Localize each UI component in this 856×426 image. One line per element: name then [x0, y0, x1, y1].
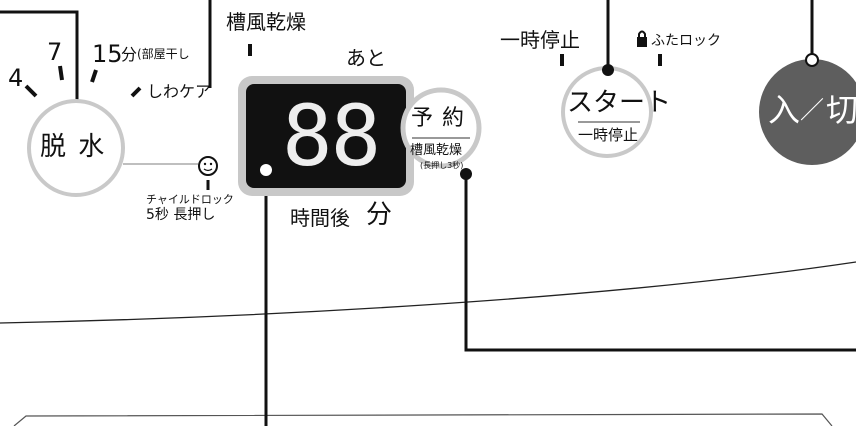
remaining-label: あと [346, 46, 386, 70]
start-leader-dot [602, 64, 614, 76]
spin-leader-line [0, 10, 79, 110]
tick-7 [58, 65, 64, 81]
tick-4 [24, 84, 38, 98]
start-button[interactable]: スタート [567, 88, 672, 118]
power-label-on[interactable]: 入 [768, 91, 801, 129]
spin-time-4: 4 [8, 64, 24, 92]
reserve-button-ring [400, 87, 482, 169]
tick-wrinkle [130, 86, 142, 98]
power-button-disc [759, 59, 856, 165]
lock-icon [637, 37, 647, 47]
power-label-slash: ／ [800, 96, 824, 124]
tick-15 [90, 69, 98, 83]
reserve-leader-line [464, 174, 856, 352]
lid-lock-label: ふたロック [651, 33, 721, 49]
reserve-leader-dot [460, 168, 472, 180]
spin-time-15-unit: 分 [121, 45, 138, 64]
timer-leader-dot [260, 164, 272, 176]
timer-digits: 88 [282, 87, 381, 185]
reserve-button[interactable]: 予 約 [411, 106, 465, 131]
childlock-icon [198, 156, 218, 176]
pause-top-label: 一時停止 [500, 28, 580, 52]
after-time-label: 時間後 [290, 206, 350, 230]
childlock-hold: 5秒 長押し [146, 207, 216, 223]
spin-time-15: 15 [92, 40, 123, 68]
childlock-caption: チャイルドロック [146, 193, 234, 206]
bottom-panel-frame [13, 413, 833, 426]
minutes-label: 分 [366, 200, 393, 230]
tank-dry-label: 槽風乾燥 [226, 10, 306, 34]
reserve-hold-label: (長押し3秒) [420, 161, 464, 170]
spin-button-ring [27, 99, 125, 197]
display-screen [246, 84, 406, 188]
panel-curve [0, 261, 856, 324]
reserve-sub-label: 槽風乾燥 [410, 143, 463, 158]
spin-time-15-note: (部屋干し [137, 47, 190, 61]
start-sub-label: 一時停止 [578, 126, 639, 144]
power-label-off[interactable]: 切 [826, 91, 856, 129]
power-leader-dot [805, 53, 819, 67]
spin-time-7: 7 [47, 38, 63, 66]
spin-button[interactable]: 脱 水 [40, 132, 107, 162]
spin-wrinkle-label: しわケア [147, 82, 212, 101]
